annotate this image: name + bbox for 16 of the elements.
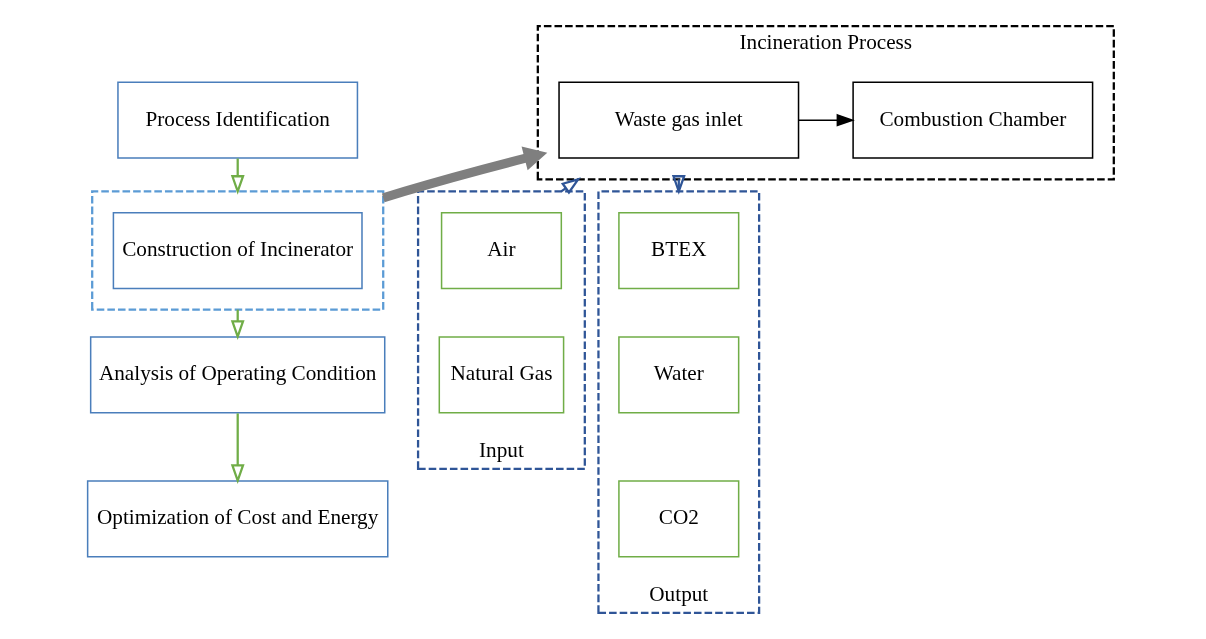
arrow	[671, 175, 686, 195]
arrow	[230, 413, 245, 484]
node-box: Natural Gas	[438, 336, 565, 414]
node-box: Process Identification	[117, 81, 359, 159]
node-box: Waste gas inlet	[558, 81, 800, 159]
arrow	[798, 113, 855, 127]
arrow	[381, 146, 548, 203]
node-box: CO2	[618, 480, 740, 558]
node-box: Analysis of Operating Condition	[89, 336, 386, 414]
node-box: Air	[440, 211, 563, 290]
cluster	[91, 190, 385, 311]
node-box: Water	[618, 336, 740, 414]
node-box: Construction of Incinerator	[112, 211, 363, 290]
node-box: BTEX	[618, 211, 740, 290]
node-box: Optimization of Cost and Energy	[86, 480, 389, 558]
node-box: Combustion Chamber	[852, 81, 1094, 159]
